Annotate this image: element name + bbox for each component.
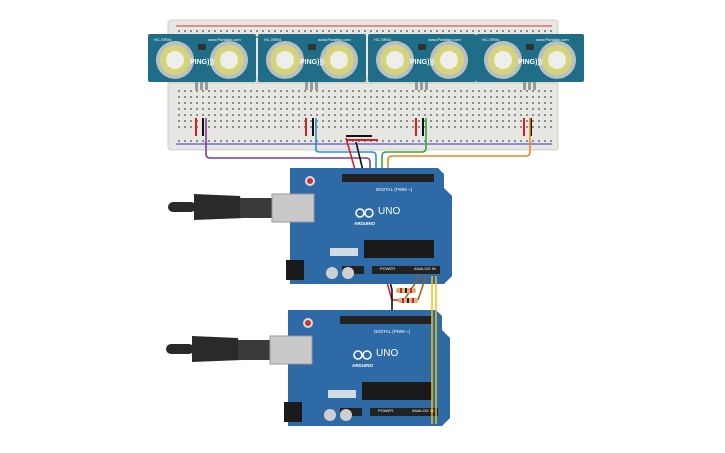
sensor-tag-label: www.Parallax.com [428, 37, 461, 42]
wire-green [381, 118, 427, 178]
sensor-model-label: PING))) [190, 59, 214, 66]
board-model: UNO [378, 206, 400, 217]
analog-header [370, 408, 438, 416]
wire-orange [387, 118, 531, 178]
usb-cable-icon [168, 193, 315, 223]
breadboard-holes [178, 30, 552, 142]
ultrasonic-sensor: HC-SR04 www.Parallax.com PING))) [476, 34, 584, 90]
analog-header [372, 266, 440, 274]
sensor-model-label: PING))) [518, 59, 542, 66]
ultrasonic-sensor: HC-SR04 www.Parallax.com PING))) [148, 34, 256, 90]
sensor-model-label: PING))) [410, 59, 434, 66]
sensor-tag-label: www.Parallax.com [536, 37, 569, 42]
sensor-model-label: PING))) [300, 59, 324, 66]
digital-label: DIGITAL (PWM ~) [374, 329, 411, 334]
sensor-corner-label: HC-SR04 [154, 37, 172, 42]
wire-blue [315, 118, 377, 178]
arduino-infinity-logo-icon [355, 208, 374, 218]
crystal-icon [308, 44, 316, 50]
crystal-icon [198, 44, 206, 50]
breadboard-jumpers [195, 118, 532, 141]
resistor-icon [398, 298, 418, 303]
board-model: UNO [376, 348, 398, 359]
analog-label: ANALOG IN [412, 408, 434, 413]
power-jack [284, 402, 302, 422]
sensor-corner-label: HC-SR04 [374, 37, 392, 42]
power-jack [286, 260, 304, 280]
crystal-icon [526, 44, 534, 50]
crystal-icon [418, 44, 426, 50]
sensor-corner-label: HC-SR04 [482, 37, 500, 42]
sensor-tag-label: www.Parallax.com [208, 37, 241, 42]
atmega-chip [362, 382, 432, 400]
inter-board-wires [403, 275, 437, 424]
board-brand: ARDUINO [354, 221, 375, 226]
ultrasonic-sensor: HC-SR04 www.Parallax.com PING))) [368, 34, 476, 90]
digital-header [342, 174, 434, 182]
digital-label: DIGITAL (PWM ~) [376, 187, 413, 192]
power-label: POWER [378, 408, 393, 413]
analog-label: ANALOG IN [414, 266, 436, 271]
usb-cable-icon [166, 335, 313, 365]
atmega-chip [364, 240, 434, 258]
arduino-board: DIGITAL (PWM ~) UNO ARDUINO POWER ANALOG… [283, 310, 450, 426]
wire-purple [205, 118, 371, 178]
sensor-corner-label: HC-SR04 [264, 37, 282, 42]
power-label: POWER [380, 266, 395, 271]
arduino-board: DIGITAL (PWM ~) UNO ARDUINO POWER ANALOG… [285, 168, 452, 284]
sensor-tag-label: www.Parallax.com [318, 37, 351, 42]
ultrasonic-sensor: HC-SR04 www.Parallax.com PING))) [258, 34, 366, 90]
digital-header [340, 316, 432, 324]
resistor-icon [396, 288, 416, 293]
arduino-infinity-logo-icon [353, 350, 372, 360]
board-brand: ARDUINO [352, 363, 373, 368]
